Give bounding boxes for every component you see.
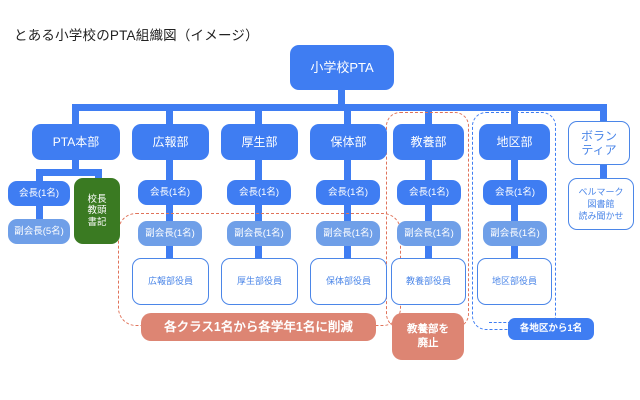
node-dept-kousei[interactable]: 厚生部 xyxy=(221,124,298,160)
volunteer-detail-line3: 読み聞かせ xyxy=(578,211,624,222)
connector-bus-horizontal xyxy=(72,104,607,111)
connector-hotai-s3 xyxy=(344,244,351,264)
volunteer-label-line1: ボラン xyxy=(580,128,617,143)
annotation-one-per-district[interactable]: 各地区から1名 xyxy=(508,318,594,340)
node-kyouyou-chair[interactable]: 会長(1名) xyxy=(397,180,461,205)
annotation-abolish-line1: 教養部を xyxy=(407,322,449,335)
connector-kyouyou-s1 xyxy=(425,160,432,183)
green-label-line2: 教頭 xyxy=(87,205,107,217)
node-hotai-chair[interactable]: 会長(1名) xyxy=(316,180,380,205)
node-dept-volunteer: ボラン ティア xyxy=(568,121,630,165)
connector-drop-chiku xyxy=(511,104,518,126)
connector-honbu-right-drop xyxy=(95,169,102,183)
connector-kouhou-s2 xyxy=(166,203,173,225)
connector-kousei-s1 xyxy=(255,160,262,183)
node-honbu-school-staff: 校長 教頭 書記 xyxy=(74,178,120,244)
connector-kouhou-s1 xyxy=(166,160,173,183)
node-honbu-chair[interactable]: 会長(1名) xyxy=(8,181,70,206)
node-root-pta[interactable]: 小学校PTA xyxy=(290,45,394,90)
page-title: とある小学校のPTA組織図（イメージ） xyxy=(14,28,259,43)
connector-drop-volunteer xyxy=(600,104,607,126)
volunteer-label-line2: ティア xyxy=(581,143,617,157)
connector-chiku-s1 xyxy=(511,160,518,183)
node-kousei-members[interactable]: 厚生部役員 xyxy=(221,258,298,305)
connector-honbu-split xyxy=(36,169,102,176)
node-kouhou-vice[interactable]: 副会長(1名) xyxy=(138,221,202,246)
connector-honbu-stem xyxy=(72,160,79,172)
node-dept-kyouyou[interactable]: 教養部 xyxy=(393,124,464,160)
volunteer-detail-line1: ベルマーク xyxy=(578,186,624,197)
annotation-abolish-line2: 廃止 xyxy=(417,336,439,349)
node-hotai-vice[interactable]: 副会長(1名) xyxy=(316,221,380,246)
connector-kousei-s2 xyxy=(255,203,262,225)
node-dept-kouhou[interactable]: 広報部 xyxy=(132,124,209,160)
dashed-elbow-district xyxy=(489,322,511,323)
node-kouhou-members[interactable]: 広報部役員 xyxy=(132,258,209,305)
connector-kousei-s3 xyxy=(255,244,262,264)
node-dept-honbu[interactable]: PTA本部 xyxy=(32,124,120,160)
volunteer-detail-line2: 図書館 xyxy=(587,198,615,209)
connector-drop-hotai xyxy=(344,104,351,126)
connector-drop-kouhou xyxy=(166,104,173,126)
connector-hotai-s1 xyxy=(344,160,351,183)
connector-kyouyou-s2 xyxy=(425,203,432,225)
node-volunteer-detail: ベルマーク 図書館 読み聞かせ xyxy=(568,178,634,230)
connector-chiku-s2 xyxy=(511,203,518,225)
connector-kyouyou-s3 xyxy=(425,244,432,264)
node-kyouyou-vice[interactable]: 副会長(1名) xyxy=(397,221,461,246)
connector-drop-kousei xyxy=(255,104,262,126)
node-dept-chiku[interactable]: 地区部 xyxy=(479,124,550,160)
node-kousei-chair[interactable]: 会長(1名) xyxy=(227,180,291,205)
annotation-abolish-kyouyou: 教養部を 廃止 xyxy=(392,313,464,360)
green-label-line3: 書記 xyxy=(87,216,107,228)
connector-honbu-left-drop xyxy=(36,169,43,183)
node-chiku-vice[interactable]: 副会長(1名) xyxy=(483,221,547,246)
node-dept-hotai[interactable]: 保体部 xyxy=(310,124,387,160)
connector-honbu-chair-vice xyxy=(36,204,43,222)
node-kouhou-chair[interactable]: 会長(1名) xyxy=(138,180,202,205)
green-label-line1: 校長 xyxy=(87,194,107,206)
node-honbu-vice[interactable]: 副会長(5名) xyxy=(8,219,70,244)
connector-volunteer-s1 xyxy=(600,163,607,181)
connector-drop-kyouyou xyxy=(425,104,432,126)
node-kousei-vice[interactable]: 副会長(1名) xyxy=(227,221,291,246)
node-chiku-chair[interactable]: 会長(1名) xyxy=(483,180,547,205)
connector-chiku-s3 xyxy=(511,244,518,264)
connector-kouhou-s3 xyxy=(166,244,173,264)
node-chiku-members[interactable]: 地区部役員 xyxy=(477,258,552,305)
node-hotai-members[interactable]: 保体部役員 xyxy=(310,258,387,305)
annotation-reduce-members[interactable]: 各クラス1名から各学年1名に削減 xyxy=(141,313,376,341)
connector-root-stem xyxy=(338,90,345,107)
connector-drop-honbu xyxy=(72,104,79,126)
connector-hotai-s2 xyxy=(344,203,351,225)
node-kyouyou-members[interactable]: 教養部役員 xyxy=(391,258,466,305)
